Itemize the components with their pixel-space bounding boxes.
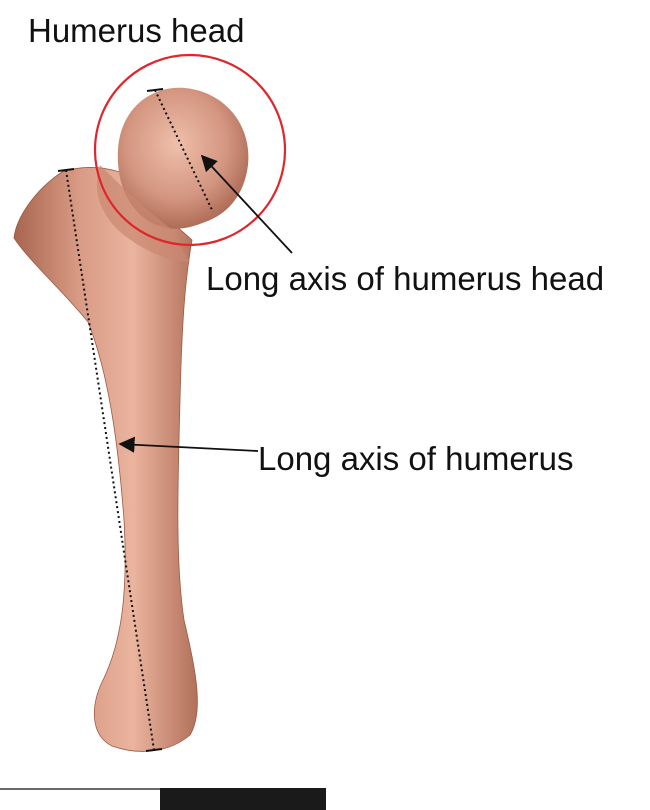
scale-bar-dark: [160, 788, 326, 810]
diagram-title: Humerus head: [28, 14, 244, 47]
shaft-axis-label: Long axis of humerus: [258, 442, 574, 475]
head-axis-label: Long axis of humerus head: [206, 262, 604, 295]
